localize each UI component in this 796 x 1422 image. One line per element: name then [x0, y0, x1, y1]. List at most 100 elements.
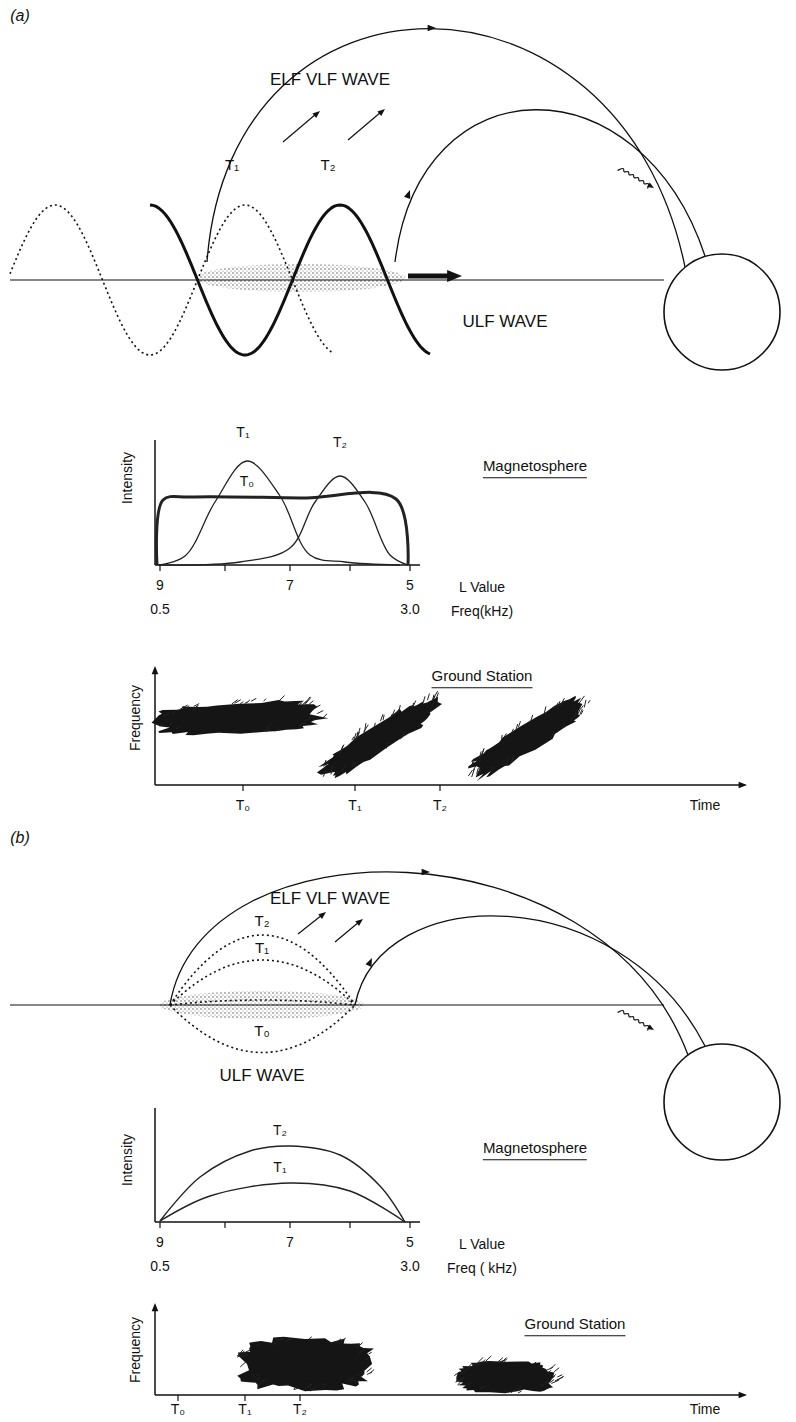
spectrogram-streak [374, 723, 375, 728]
spectrogram-streak [196, 705, 198, 707]
arrowhead [365, 958, 372, 967]
spectrogram-streak [484, 1363, 487, 1364]
spectrogram-blob [317, 697, 442, 778]
spectrogram-streak [545, 1380, 549, 1384]
axis-tick [177, 1395, 178, 1401]
spectrogram-streak [307, 1385, 312, 1388]
spectrogram-streak [544, 706, 546, 714]
spectrogram-streak [276, 1338, 284, 1341]
spectrogram-streak [511, 757, 513, 763]
earth-circle [664, 1044, 780, 1160]
axis-title: Frequency [128, 685, 143, 751]
spectrogram-streak [370, 1370, 374, 1373]
spectrogram-streak [472, 759, 473, 766]
axis-arrowhead [152, 666, 159, 674]
spectrogram-streak [240, 701, 244, 704]
wave-name: ELF VLF WAVE [270, 890, 390, 909]
tick-label: T₀ [171, 1402, 185, 1417]
panel-heading: Ground Station [432, 668, 533, 688]
spectrogram-streak [345, 1379, 350, 1381]
spectrogram-streak [419, 720, 422, 725]
ulf-arc-t0 [170, 1000, 355, 1005]
growth-arrow [283, 114, 316, 142]
spectrogram-streak [433, 691, 437, 699]
spectrogram-streak [264, 699, 266, 702]
curve-label: T₁ [273, 1160, 286, 1175]
ulf-arc-lower [170, 1005, 355, 1053]
axis-tick [242, 785, 243, 791]
spectrogram-blob [151, 700, 328, 735]
spectrogram-streak [338, 1338, 345, 1343]
spectrogram-streak [342, 765, 345, 771]
spectrogram-streak [353, 761, 354, 766]
panel-heading: Ground Station [525, 1316, 626, 1336]
spectrogram-streak [562, 723, 565, 728]
spectrogram-streak [299, 702, 303, 705]
spectrogram-streak [256, 1344, 258, 1346]
spectrogram-streak [413, 701, 416, 707]
spectrogram-streak [335, 1339, 341, 1345]
spectrogram-streak [581, 711, 583, 715]
axis-title: Time [690, 798, 721, 813]
axis-tick [289, 1222, 290, 1228]
axis-tick [244, 1395, 245, 1401]
spectrogram-streak [475, 1362, 483, 1366]
spectrogram-streak [180, 705, 187, 709]
axis-arrowhead [739, 1392, 747, 1399]
spectrogram-streak [365, 1356, 370, 1360]
spectrogram-streak [538, 1365, 542, 1368]
tick-label: T₂ [433, 798, 447, 813]
tick-label: T₀ [236, 798, 250, 813]
tick-label: 7 [286, 1235, 294, 1250]
spectrogram-streak [581, 706, 584, 709]
tick-label: T₂ [293, 1402, 307, 1417]
spectrogram-streak [454, 1372, 460, 1376]
axis-tick [409, 565, 410, 571]
spectrogram-streak [466, 1364, 472, 1370]
wave-name: ULF WAVE [462, 313, 547, 332]
time-label: T₁ [255, 940, 269, 957]
spectrogram-streak [367, 1368, 372, 1372]
axis-title: Freq(kHz) [451, 604, 513, 619]
spectrogram-streak [286, 1338, 291, 1341]
y-axis [154, 1305, 156, 1395]
spectrogram-streak [243, 1353, 249, 1356]
spectrogram-streak [262, 1380, 267, 1382]
spectrogram-streak [273, 1343, 277, 1345]
axis-tick [354, 785, 355, 791]
spectrogram-streak [363, 730, 365, 734]
ulf-wave-earlier [10, 205, 334, 355]
spectrogram-streak [302, 701, 306, 704]
spectrogram-streak [360, 1375, 363, 1377]
axis-tick [299, 1395, 300, 1401]
propagation-arrow [408, 274, 448, 279]
arrowhead [422, 869, 430, 876]
spectrogram-streak [355, 1345, 358, 1347]
spectrogram-streak [479, 767, 480, 775]
spectrogram-streak [355, 1379, 360, 1384]
spectrogram-streak [302, 704, 306, 707]
spectrogram-streak [323, 1383, 326, 1385]
axis-title: L Value [459, 580, 505, 595]
spectrogram-streak [233, 730, 236, 733]
spectrogram-streak [484, 750, 487, 754]
spectrogram-streak [237, 1350, 243, 1356]
spectrogram-streak [275, 1338, 279, 1340]
spectrogram-streak [175, 726, 179, 729]
spectrogram-streak [311, 720, 315, 722]
spectrogram-streak [478, 759, 480, 763]
wave-arrowhead [647, 1024, 654, 1030]
spectrogram-streak [412, 703, 414, 708]
spectrogram-streak [322, 714, 327, 719]
arrowhead [377, 109, 385, 116]
tick-label: T₁ [238, 1402, 251, 1417]
spectrogram-streak [391, 710, 394, 718]
spectrogram-streak [278, 696, 284, 702]
spectrogram-streak [485, 1356, 491, 1362]
spectrogram-streak [354, 761, 356, 767]
axis-tick [159, 565, 160, 571]
spectrogram-streak [257, 1378, 260, 1379]
spectrogram-streak [465, 1382, 472, 1386]
axis-arrowhead [739, 782, 747, 789]
panel-b [10, 869, 780, 1401]
